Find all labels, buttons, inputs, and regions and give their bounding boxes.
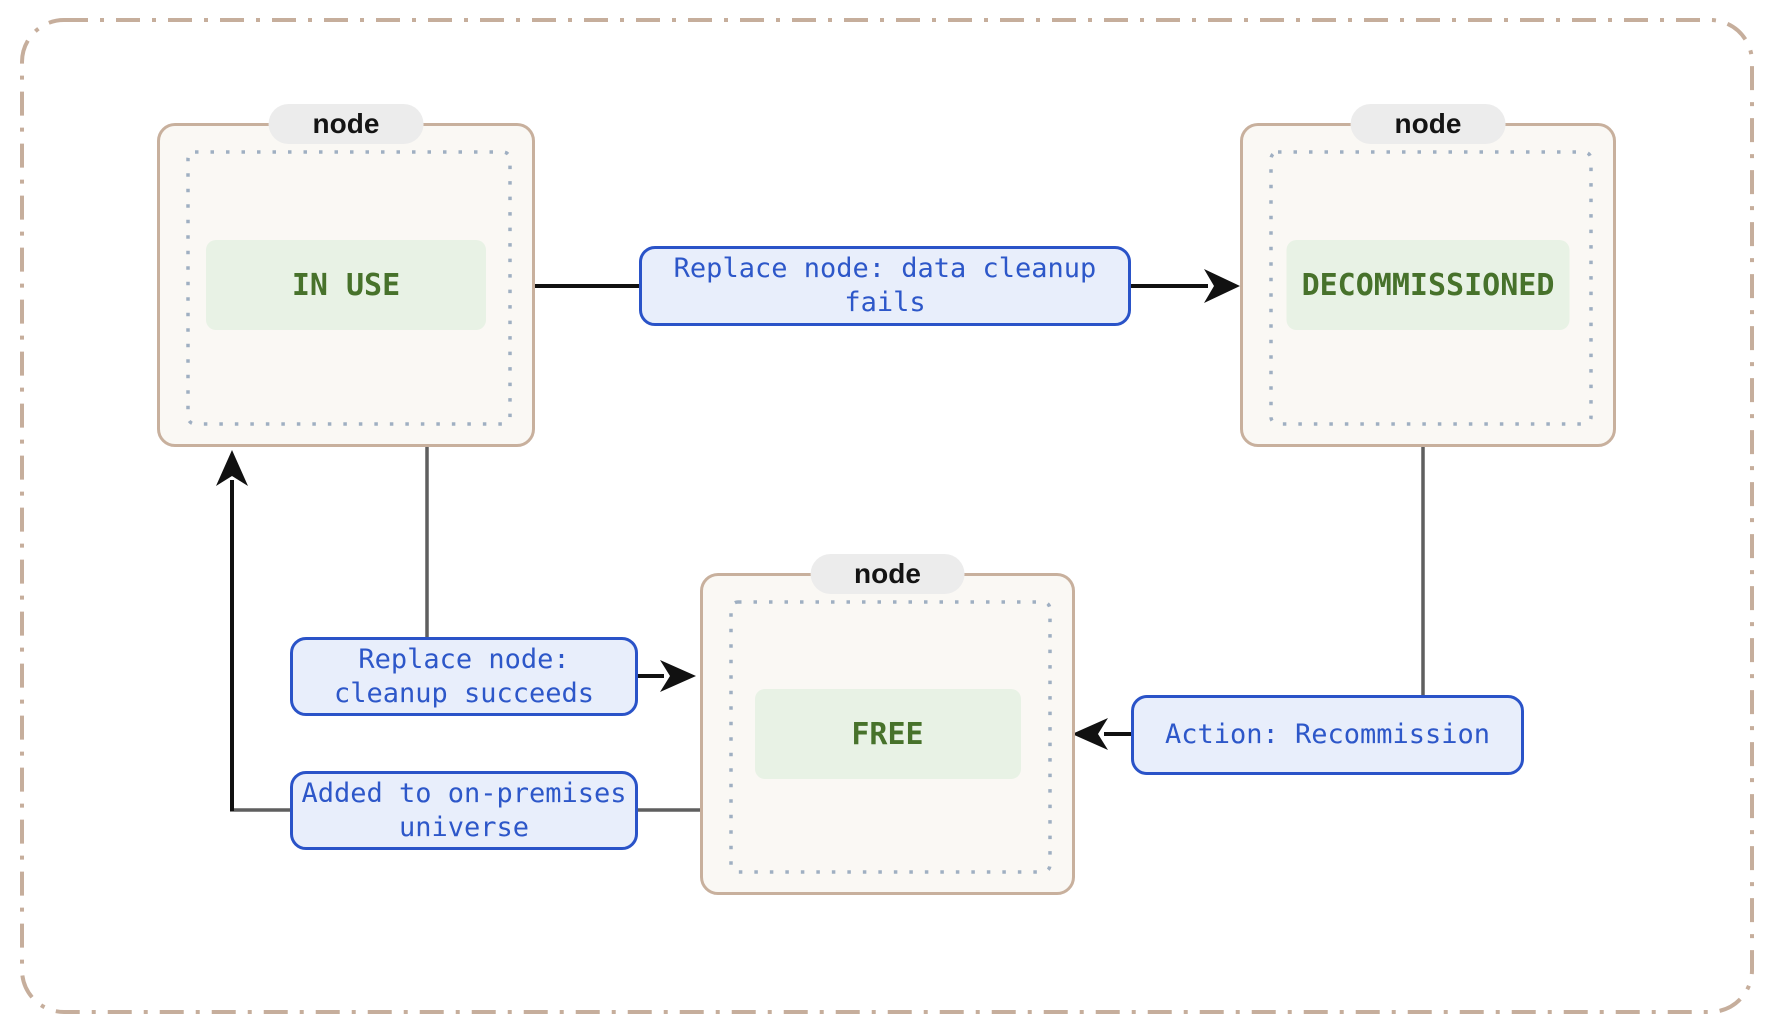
edge-label-added-to-universe: Added to on-premises universe <box>290 771 638 850</box>
node-type-tab: node <box>810 554 965 594</box>
edge-label-line: Added to on-premises <box>301 777 627 809</box>
edge-label-recommission: Action: Recommission <box>1131 695 1524 775</box>
state-pill-free: FREE <box>754 689 1021 779</box>
node-type-tab: node <box>268 104 424 144</box>
edge-label-cleanup-fails: Replace node: data cleanup fails <box>639 246 1131 326</box>
edge-label-line: Replace node: data cleanup <box>673 253 1097 284</box>
edge-label-line: fails <box>844 287 926 318</box>
edge-label-line: Action: Recommission <box>1164 719 1491 750</box>
state-pill-decommissioned: DECOMMISSIONED <box>1286 240 1570 330</box>
state-node-free: node FREE <box>700 554 1075 895</box>
state-node-in-use: node IN USE <box>157 104 535 447</box>
node-type-label: node <box>312 108 380 139</box>
edge-label-line: cleanup succeeds <box>333 677 595 709</box>
edge-label-line: universe <box>398 811 530 843</box>
node-type-tab: node <box>1350 104 1506 144</box>
node-type-label: node <box>854 558 921 589</box>
state-pill-in-use: IN USE <box>206 240 486 330</box>
edge-label-cleanup-succeeds: Replace node: cleanup succeeds <box>290 637 638 716</box>
edge-label-line: Replace node: <box>358 643 570 675</box>
arrowhead-into-decommissioned <box>1204 269 1240 303</box>
node-type-label: node <box>1394 108 1462 139</box>
state-node-decommissioned: node DECOMMISSIONED <box>1240 104 1616 447</box>
outer-dashed-border <box>20 18 1754 1014</box>
arrowhead-into-free-right <box>1072 718 1108 750</box>
arrowhead-into-free-left <box>660 660 696 692</box>
arrowhead-into-inuse <box>216 450 248 486</box>
